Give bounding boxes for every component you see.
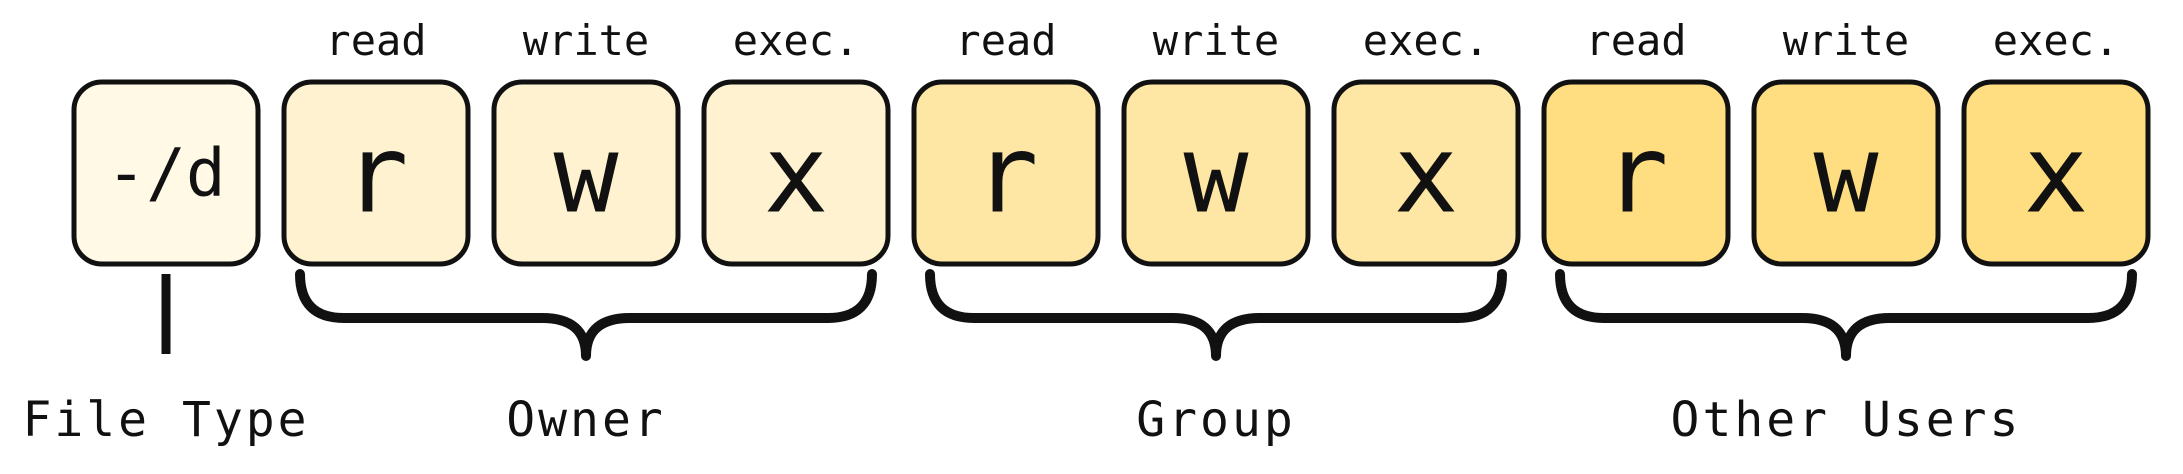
permission-letter: r [973, 113, 1038, 238]
permission-box [1751, 79, 1941, 267]
permission-letter: x [763, 113, 828, 238]
permission-letter: w [1813, 113, 1879, 238]
permission-box [281, 79, 471, 267]
permission-groups: r read w write x exec. Owner r read w write x exec. G… [281, 16, 2151, 448]
group-label-group: Group [1136, 392, 1296, 448]
file-type-box [71, 79, 261, 267]
permission-label: write [1783, 16, 1909, 65]
permission-box [701, 79, 891, 267]
brace-group [925, 269, 1507, 361]
brace-owner [295, 269, 877, 361]
file-type-value: -/d [106, 135, 225, 212]
group-label-other-users: Other Users [1671, 392, 2022, 448]
group-other-users: r read w write x exec. Other Users [1541, 16, 2151, 448]
permission-label: exec. [1363, 16, 1489, 65]
permission-cell-group-x: x exec. [1331, 16, 1521, 267]
permission-letter: w [1183, 113, 1249, 238]
permission-cell-owner-w: w write [491, 16, 681, 267]
permission-box [1331, 79, 1521, 267]
permission-letter: x [1393, 113, 1458, 238]
group-label-owner: Owner [506, 392, 666, 448]
permission-cell-other-users-x: x exec. [1961, 16, 2151, 267]
permission-letter: w [553, 113, 619, 238]
permission-box [491, 79, 681, 267]
permission-box [1961, 79, 2151, 267]
permission-cell-group-w: w write [1121, 16, 1311, 267]
permission-letter: x [2023, 113, 2088, 238]
permission-cell-other-users-w: w write [1751, 16, 1941, 267]
permission-box [911, 79, 1101, 267]
permission-letter: r [343, 113, 408, 238]
permission-cell-other-users-r: r read [1541, 16, 1731, 267]
group-owner: r read w write x exec. Owner [281, 16, 891, 448]
permission-cell-owner-x: x exec. [701, 16, 891, 267]
group-group: r read w write x exec. Group [911, 16, 1521, 448]
permission-letter: r [1603, 113, 1668, 238]
permission-cell-group-r: r read [911, 16, 1101, 267]
permission-label: exec. [733, 16, 859, 65]
permission-box [1121, 79, 1311, 267]
file-type-cell: -/d [71, 79, 261, 267]
permission-label: read [1585, 16, 1686, 65]
file-type-label: File Type [22, 392, 309, 448]
permission-label: write [523, 16, 649, 65]
permission-label: exec. [1993, 16, 2119, 65]
permission-label: read [325, 16, 426, 65]
permission-label: read [955, 16, 1056, 65]
permission-cell-owner-r: r read [281, 16, 471, 267]
brace-other-users [1555, 269, 2137, 361]
permission-label: write [1153, 16, 1279, 65]
permission-box [1541, 79, 1731, 267]
